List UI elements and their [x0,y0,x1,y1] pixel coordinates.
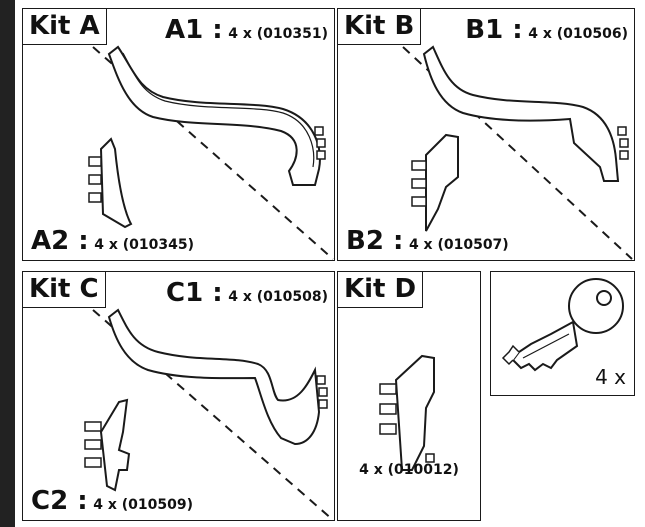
part-b2-drawing [411,133,459,232]
kit-c-panel: Kit C C1 : 4 x (010508) C2 : 4 x (010509… [22,271,335,521]
kit-a-title: Kit A [23,9,107,45]
part-d-drawing [379,354,435,471]
kit-b-title: Kit B [338,9,422,45]
part-b1-drawing [422,45,629,182]
kit-c-title: Kit C [23,272,106,308]
kit-d-title: Kit D [338,272,424,308]
key-quantity: 4 x [595,365,626,389]
part-a2-drawing [88,137,133,229]
part-c1-drawing [107,308,328,446]
part-c1-label: C1 : 4 x (010508) [166,278,328,308]
part-b1-label: B1 : 4 x (010506) [465,15,628,45]
kit-d-panel: Kit D 4 x (010012) [337,271,481,521]
part-a2-label: A2 : 4 x (010345) [31,226,195,256]
kit-b-panel: Kit B B1 : 4 x (010506) B2 : 4 x (010507… [337,8,635,261]
part-a1-drawing [107,45,326,186]
kit-sheet: Kit A A1 : 4 x (010351) A2 : 4 x (010345… [15,0,645,527]
part-d-label: 4 x (010012) [359,462,459,478]
kit-a-panel: Kit A A1 : 4 x (010351) A2 : 4 x (010345… [22,8,335,261]
key-panel: 4 x [490,271,635,396]
part-b2-label: B2 : 4 x (010507) [346,226,509,256]
part-a1-label: A1 : 4 x (010351) [164,15,328,45]
key-icon [501,278,624,372]
part-c2-label: C2 : 4 x (010509) [31,486,193,516]
part-c2-drawing [84,398,131,492]
